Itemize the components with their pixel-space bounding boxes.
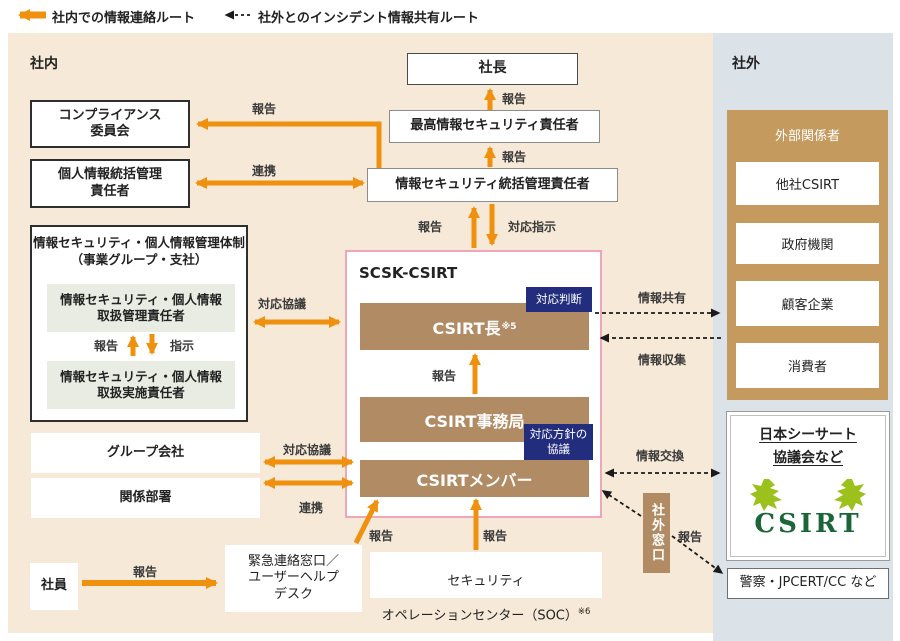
soc-line2: オペレーションセンター（SOC） (381, 608, 578, 624)
label-report-police: 報告 (678, 530, 703, 544)
csirt-members-label: CSIRTメンバー (416, 470, 533, 490)
label-instruction-mgmt: 指示 (170, 339, 195, 353)
mgmt-structure-title: 情報セキュリティ・個人情報管理体制 （事業グループ・支社） (33, 235, 245, 267)
node-ciso: 最高情報セキュリティ責任者 (389, 110, 600, 143)
label-report-iso: 報告 (418, 220, 443, 234)
label-cooperation-depts: 連携 (299, 501, 324, 515)
node-customer-companies: 顧客企業 (736, 281, 879, 326)
nca-logo-text: CSIRT (754, 509, 862, 539)
legend-internal-label: 社内での情報連絡ルート (52, 11, 196, 26)
label-report-employee: 報告 (133, 565, 158, 579)
node-police-jpcert: 警察・JPCERT/CC など (727, 568, 889, 599)
badge-response-judgment: 対応判断 (526, 287, 592, 312)
csirt-head-label: CSIRT長 (432, 318, 501, 338)
badge-response-policy: 対応方針の 協議 (524, 424, 593, 460)
node-group-companies: グループ会社 (31, 433, 260, 473)
node-other-csirt: 他社CSIRT (736, 162, 879, 205)
node-compliance-committee: コンプライアンス 委員会 (30, 100, 190, 148)
label-info-exchange: 情報交換 (636, 449, 685, 463)
node-government: 政府機関 (736, 223, 879, 264)
label-response-instruction: 対応指示 (508, 220, 557, 234)
node-mgmt-lower: 情報セキュリティ・個人情報 取扱実施責任者 (47, 361, 235, 409)
soc-line1: セキュリティ (447, 574, 525, 590)
label-response-consultation-group: 対応協議 (283, 443, 332, 457)
node-consumers: 消費者 (736, 343, 879, 388)
nca-box: 日本シーサート 協議会など CSIRT (726, 411, 890, 561)
node-mgmt-upper: 情報セキュリティ・個人情報 取扱管理責任者 (47, 284, 235, 332)
node-related-departments: 関係部署 (31, 478, 260, 518)
label-report-ciso: 報告 (502, 150, 527, 164)
node-iso-manager: 情報セキュリティ統括管理責任者 (367, 168, 618, 202)
node-csirt-members: CSIRTメンバー (360, 460, 589, 497)
internal-area-label: 社内 (30, 56, 58, 72)
label-info-collection: 情報収集 (638, 353, 687, 367)
node-csirt-head: CSIRT長※5 (360, 303, 589, 350)
external-parties-title: 外部関係者 (774, 129, 840, 144)
scsk-csirt-box: SCSK-CSIRT CSIRT長※5 CSIRT事務局 CSIRTメンバー (345, 250, 602, 518)
label-report-csirt: 報告 (432, 369, 457, 383)
label-response-consultation-mgmt: 対応協議 (258, 297, 307, 311)
external-area-label: 社外 (732, 56, 760, 72)
mgmt-structure-box: 情報セキュリティ・個人情報管理体制 （事業グループ・支社） 情報セキュリティ・個… (30, 225, 248, 422)
scsk-csirt-title: SCSK-CSIRT (359, 264, 458, 282)
node-employee: 社員 (30, 563, 78, 610)
label-info-sharing: 情報共有 (638, 291, 687, 305)
nca-title-line1: 日本シーサート (759, 427, 857, 443)
label-report-compliance: 報告 (252, 102, 277, 116)
node-helpdesk: 緊急連絡窓口／ ユーザーヘルプ デスク (225, 545, 362, 612)
node-external-window: 社外窓口 (643, 493, 670, 573)
nca-box-inner: 日本シーサート 協議会など CSIRT (730, 415, 886, 557)
csirt-head-note: ※5 (501, 321, 517, 332)
label-report-soc: 報告 (483, 529, 508, 543)
external-parties-box: 外部関係者 他社CSIRT 政府機関 顧客企業 消費者 (727, 110, 888, 400)
legend-external-label: 社外とのインシデント情報共有ルート (258, 11, 479, 26)
label-report-helpdesk: 報告 (369, 529, 394, 543)
nca-title-line2: 協議会など (773, 450, 843, 466)
label-report-mgmt: 報告 (94, 339, 119, 353)
csirt-dragons-icon (750, 479, 866, 511)
node-president: 社長 (407, 53, 578, 85)
csirt-office-label: CSIRT事務局 (424, 411, 525, 431)
node-personal-info-manager: 個人情報統括管理 責任者 (30, 159, 190, 208)
label-report-president: 報告 (502, 92, 527, 106)
label-cooperation-pim: 連携 (252, 164, 277, 178)
node-soc: セキュリティ オペレーションセンター（SOC）※6 (370, 552, 602, 623)
soc-note: ※6 (577, 606, 591, 617)
